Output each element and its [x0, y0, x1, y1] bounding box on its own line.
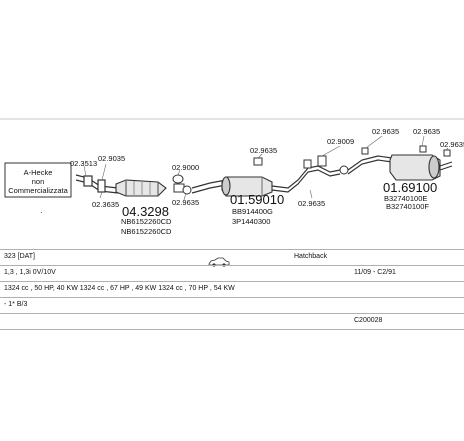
cat-ref-2: NB6152260CD [121, 227, 172, 236]
vehicle-row-code: C200028 [0, 314, 464, 329]
vehicle-model: 323 [DAT] [4, 253, 35, 260]
vehicle-row-model: 323 [DAT] Hatchback [0, 250, 464, 265]
rear-pipe [347, 155, 393, 175]
vehicle-engine: 1,3 , 1,3i 0V/10V [4, 269, 56, 276]
part-02-9635-r3: 02.9635 [440, 140, 464, 149]
part-01-69100: 01.69100 [383, 180, 437, 195]
rear-silencer [389, 154, 453, 181]
mid-ref-1: BB914400G [232, 207, 273, 216]
part-02-9635-r2: 02.9635 [413, 127, 440, 136]
vehicle-row-misc: - 1* B/3 [0, 298, 464, 313]
catalytic-converter [115, 179, 167, 197]
mid-ref-2: 3P1440300 [232, 217, 270, 226]
part-02-9035: 02.9035 [98, 154, 125, 163]
note-line-2: non [32, 177, 45, 186]
vehicle-misc: - 1* B/3 [4, 301, 28, 308]
note-box: A-Hecke non Commercializzata [4, 162, 72, 198]
vehicle-dates: 11/09 - C2/91 [354, 269, 396, 276]
part-02-9009: 02.9009 [327, 137, 354, 146]
front-pipe [75, 174, 119, 194]
part-02-9635-a: 02.9635 [172, 198, 199, 207]
intermediate-pipe [191, 179, 227, 194]
vehicle-row-power: 1324 cc , 50 HP, 40 KW 1324 cc , 67 HP ,… [0, 282, 464, 297]
middle-silencer [221, 176, 273, 197]
part-02-9000: 02.9000 [172, 163, 199, 172]
part-02-3635: 02.3635 [92, 200, 119, 209]
cat-ref-1: NB6152260CD [121, 217, 172, 226]
part-02-9635-low: 02.9635 [298, 199, 325, 208]
part-02-3513: 02.3513 [70, 159, 97, 168]
note-line-1: A-Hecke [24, 168, 53, 177]
tail-section-pipe [271, 165, 341, 193]
svg-text:·: · [40, 208, 43, 217]
part-02-9635-r1: 02.9635 [372, 127, 399, 136]
vehicle-power: 1324 cc , 50 HP, 40 KW 1324 cc , 67 HP ,… [4, 285, 235, 292]
note-line-3: Commercializzata [8, 186, 68, 195]
clamp-parts [172, 174, 192, 195]
part-04-3298: 04.3298 [122, 204, 169, 219]
vehicle-body: Hatchback [294, 253, 328, 260]
rear-ref-1: B32740100E [384, 194, 427, 203]
part-01-59010: 01.59010 [230, 192, 284, 207]
hanger-rings [253, 145, 451, 175]
part-02-9635-top: 02.9635 [250, 146, 277, 155]
rear-ref-2: B32740100F [386, 202, 429, 211]
leader-lines [83, 135, 449, 201]
vehicle-code: C200028 [354, 317, 383, 324]
vehicle-row-engine: 1,3 , 1,3i 0V/10V 11/09 - C2/91 [0, 266, 464, 281]
